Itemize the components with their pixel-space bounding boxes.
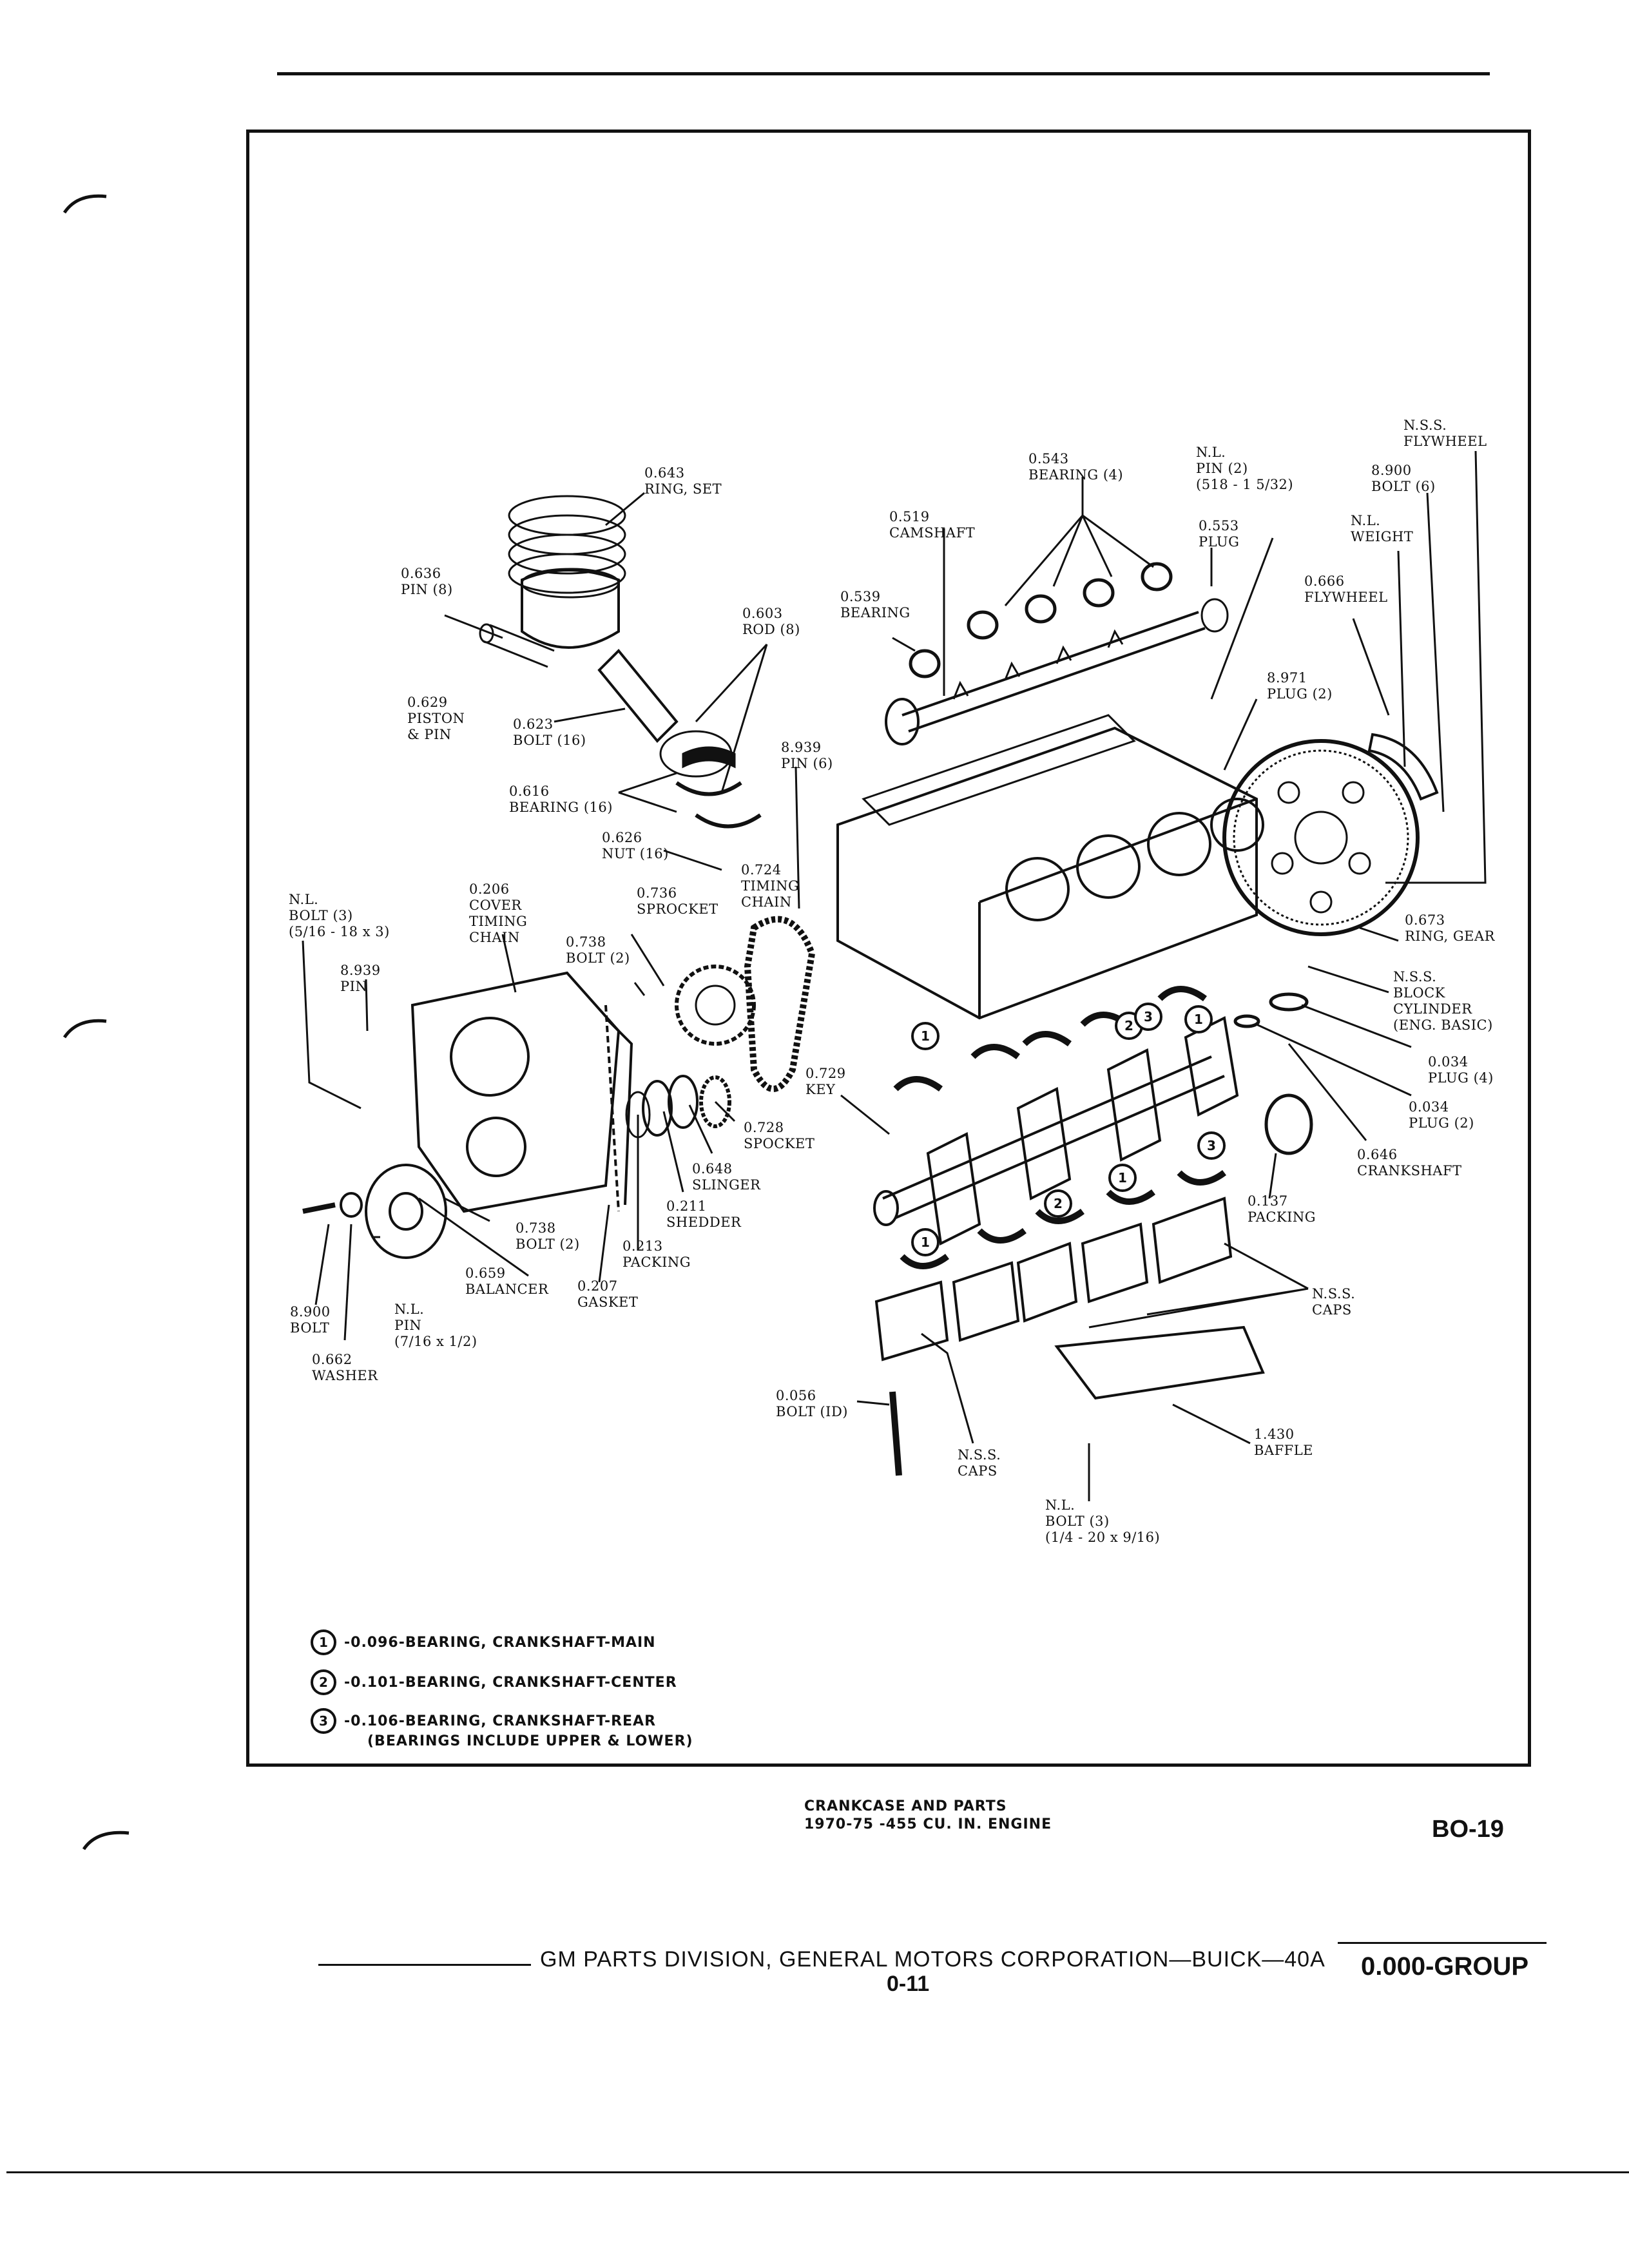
- part-label-weight: N.L.WEIGHT: [1351, 513, 1414, 544]
- diagram-frame: [246, 130, 1531, 1767]
- piston-drawing: [521, 568, 620, 649]
- legend-text-1: -0.096-BEARING, CRANKSHAFT-MAIN: [344, 1634, 656, 1651]
- legend-marker-1: 1: [311, 1629, 336, 1655]
- caption-title: CRANKCASE AND PARTS: [804, 1798, 1007, 1814]
- flywheel-drawing: [1222, 739, 1420, 936]
- piston-pin-drawing: [483, 624, 555, 668]
- caption-subtitle: 1970-75 -455 CU. IN. ENGINE: [804, 1816, 1052, 1832]
- marker-1-a: 1: [911, 1022, 940, 1050]
- balancer-drawing: [365, 1164, 447, 1259]
- footer-rule-left: [318, 1964, 531, 1966]
- leader-lines: [302, 450, 1487, 1501]
- marker-3-a: 3: [1134, 1003, 1162, 1031]
- part-label-baffle-bolt: N.L.BOLT (3)(1/4 - 20 x 9/16): [1045, 1497, 1161, 1545]
- main-caps-drawing: [874, 1196, 1233, 1361]
- footer-group: 0.000-GROUP: [1361, 1952, 1529, 1981]
- legend-text-2: -0.101-BEARING, CRANKSHAFT-CENTER: [344, 1674, 677, 1691]
- part-label-caps-bottom: N.S.S.CAPS: [958, 1447, 1001, 1479]
- figure-caption: CRANKCASE AND PARTS 1970-75 -455 CU. IN.…: [804, 1798, 1052, 1834]
- camshaft-drawing: [885, 611, 1206, 745]
- part-label-nl-pin-2: N.L.PIN (2)(518 - 1 5/32): [1196, 445, 1294, 492]
- crankshaft-drawing: [873, 1016, 1239, 1246]
- legend-note: (BEARINGS INCLUDE UPPER & LOWER): [367, 1733, 693, 1749]
- rod-drawing: [597, 649, 762, 829]
- footer-rule-right: [1338, 1942, 1547, 1944]
- part-label-nl-bolt-3: N.L.BOLT (3)(5/16 - 18 x 3): [289, 892, 390, 939]
- legend-text-3: -0.106-BEARING, CRANKSHAFT-REAR: [344, 1713, 657, 1729]
- legend-row-2: 2 -0.101-BEARING, CRANKSHAFT-CENTER: [311, 1667, 677, 1698]
- marker-1-d: 1: [1184, 1005, 1213, 1033]
- marker-3-b: 3: [1197, 1131, 1226, 1160]
- footer-page-number: 0-11: [887, 1972, 930, 1996]
- legend-marker-2: 2: [311, 1669, 336, 1695]
- marker-1-b: 1: [911, 1228, 940, 1256]
- block-drawing: [836, 714, 1264, 1020]
- legend-row-1: 1 -0.096-BEARING, CRANKSHAFT-MAIN: [311, 1627, 656, 1658]
- cam-sprocket-drawing: [675, 965, 756, 1046]
- ring-set-drawing: [508, 495, 626, 594]
- legend-row-3: 3 -0.106-BEARING, CRANKSHAFT-REAR: [311, 1706, 656, 1736]
- part-label-bal-pin: N.L.PIN(7/16 x 1/2): [394, 1302, 477, 1349]
- bottom-rule: [6, 2171, 1629, 2173]
- legend-marker-3: 3: [311, 1708, 336, 1734]
- footer-division: GM PARTS DIVISION, GENERAL MOTORS CORPOR…: [540, 1947, 1325, 1972]
- top-rule: [277, 72, 1490, 75]
- marker-1-c: 1: [1108, 1164, 1137, 1192]
- part-label-flywheel-nss: N.S.S.FLYWHEEL: [1403, 418, 1487, 449]
- page-id: BO-19: [1432, 1816, 1504, 1843]
- cover-drawing: [410, 971, 633, 1213]
- timing-chain-drawing: [744, 916, 816, 1092]
- marker-2-a: 2: [1044, 1189, 1072, 1218]
- part-label-caps-right: N.S.S.CAPS: [1312, 1286, 1356, 1318]
